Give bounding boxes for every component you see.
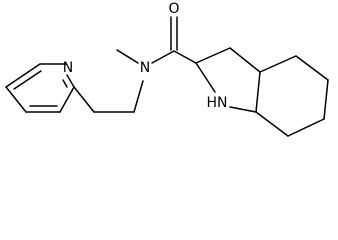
bond-n-methyl [116, 49, 139, 64]
bond-cyclohexane-4 [287, 118, 325, 137]
bond-cyclohexane-3 [323, 79, 329, 120]
bond-pyridine-double-3 [62, 79, 68, 88]
atom-label-pyridine-nitrogen: N [63, 60, 73, 76]
bond-carbonyl-ring [173, 50, 197, 64]
ethyl-linker [73, 80, 144, 113]
molecule-diagram: O N N HN [5, 1, 329, 137]
bond-cyclohexane-5 [255, 111, 289, 137]
bond-pyridine-double-1 [13, 70, 42, 90]
pyridine-nitrogen-label: N [63, 60, 73, 76]
bond-c3a-c7a [255, 71, 261, 113]
bond-pyridine-5 [59, 86, 75, 113]
pyridine-ring [5, 63, 75, 113]
bond-c2-c3 [195, 47, 231, 64]
oxygen-label: O [168, 1, 179, 17]
bond-n-carbonyl [151, 50, 175, 64]
nh-label: HN [207, 95, 228, 111]
bond-pyridine-3 [5, 86, 27, 113]
atom-label-amide-nitrogen: N [140, 60, 150, 76]
bond-pyridine-2 [5, 63, 41, 88]
cyclohexane-ring [255, 55, 329, 137]
atom-label-oxygen: O [168, 1, 179, 17]
bond-c3-c3a [229, 47, 261, 73]
atom-label-nh: HN [207, 95, 228, 111]
amide-nitrogen-label: N [140, 60, 150, 76]
bond-ring-ch2 [73, 86, 95, 113]
bond-c7a-nh [229, 106, 257, 113]
bond-pyridine-6 [66, 74, 75, 88]
pyrrolidine-ring [195, 47, 261, 113]
bond-nh-c2 [195, 62, 216, 93]
bond-ch2-n [133, 80, 144, 113]
bond-cyclohexane-2 [295, 55, 329, 81]
amide-group [116, 16, 197, 64]
bond-cyclohexane-1 [259, 55, 297, 73]
